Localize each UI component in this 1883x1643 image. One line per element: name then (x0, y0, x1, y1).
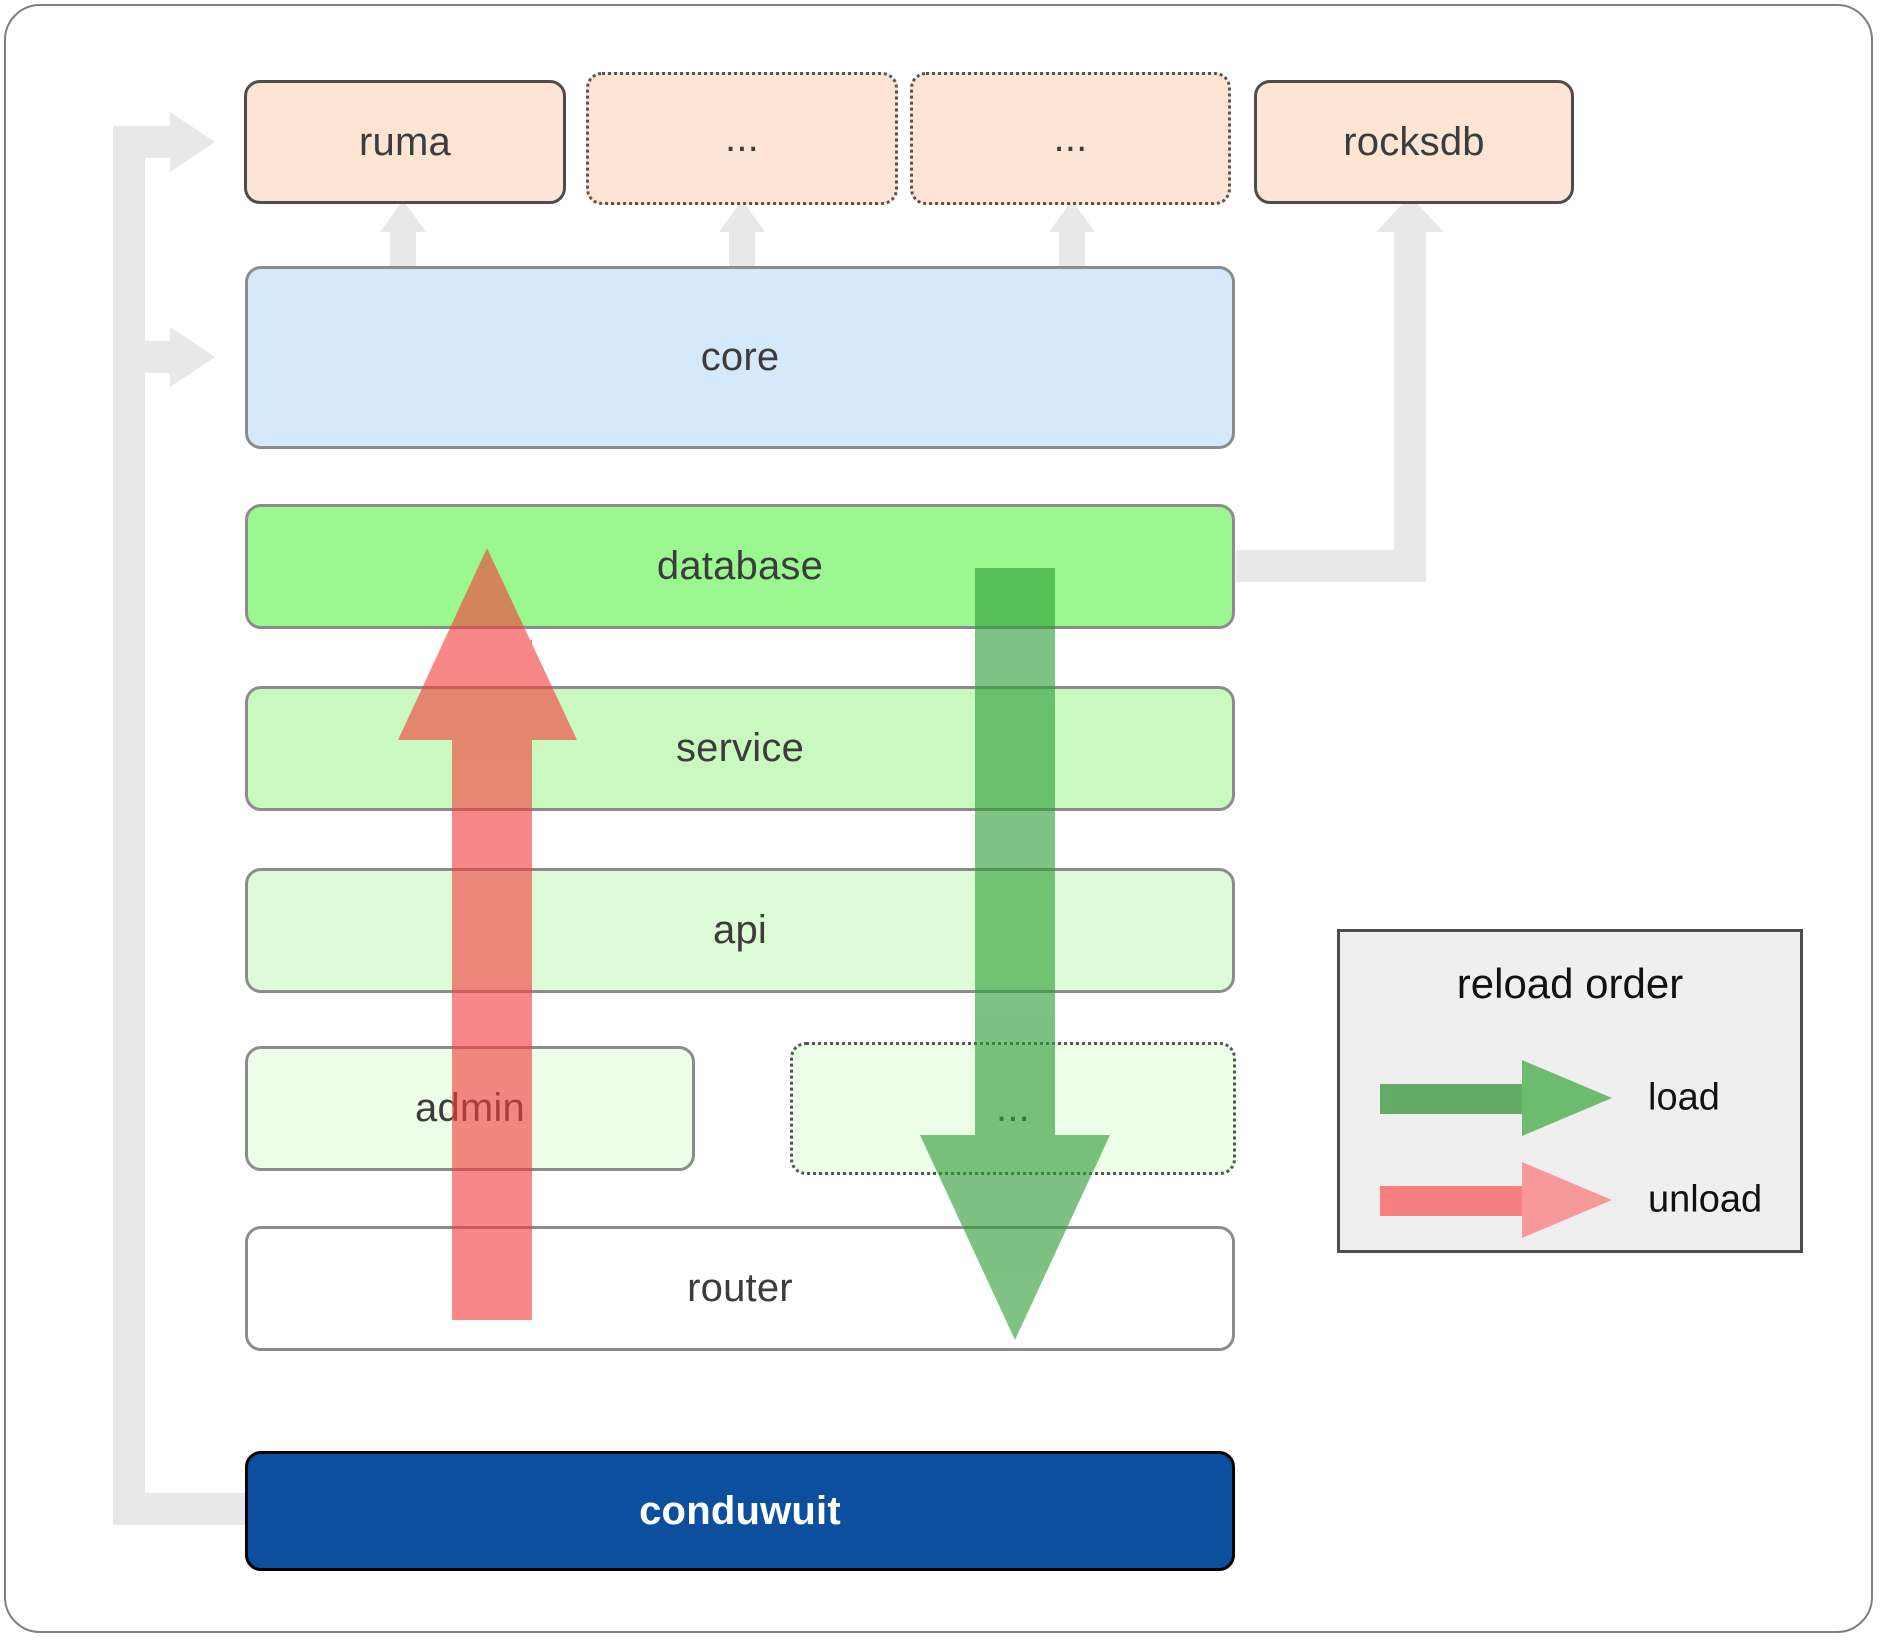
node-extras[interactable]: ... (790, 1042, 1236, 1175)
node-router[interactable]: router (245, 1226, 1235, 1351)
legend-panel: reload order load unload (1337, 929, 1803, 1253)
node-dep-2[interactable]: ... (586, 72, 898, 205)
node-ruma-label: ruma (359, 119, 451, 164)
legend-row-unload: unload (1340, 1160, 1800, 1240)
node-core-label: core (700, 335, 780, 379)
node-ruma[interactable]: ruma (244, 80, 566, 204)
node-database[interactable]: database (245, 504, 1235, 629)
node-database-label: database (656, 544, 824, 588)
legend-label-load: load (1648, 1076, 1720, 1119)
node-core[interactable]: core (245, 266, 1235, 449)
node-admin[interactable]: admin (245, 1046, 695, 1171)
legend-label-unload: unload (1648, 1178, 1763, 1221)
node-conduwuit-label: conduwuit (639, 1488, 841, 1533)
node-dep-3-label: ... (1053, 116, 1088, 160)
node-rocksdb[interactable]: rocksdb (1254, 80, 1574, 204)
node-rocksdb-label: rocksdb (1343, 119, 1485, 164)
node-api-label: api (713, 908, 767, 952)
node-router-label: router (687, 1266, 793, 1310)
load-legend-icon (1380, 1060, 1612, 1136)
node-dep-3[interactable]: ... (910, 72, 1231, 205)
node-api[interactable]: api (245, 868, 1235, 993)
node-service-label: service (675, 726, 805, 770)
node-dep-2-label: ... (725, 116, 759, 160)
unload-legend-icon (1380, 1162, 1612, 1238)
node-service[interactable]: service (245, 686, 1235, 811)
legend-title: reload order (1456, 960, 1684, 1007)
diagram-frame (4, 4, 1873, 1633)
node-extras-label: ... (996, 1086, 1030, 1130)
node-admin-label: admin (415, 1086, 525, 1130)
node-conduwuit[interactable]: conduwuit (245, 1451, 1235, 1571)
legend-row-load: load (1340, 1058, 1800, 1138)
